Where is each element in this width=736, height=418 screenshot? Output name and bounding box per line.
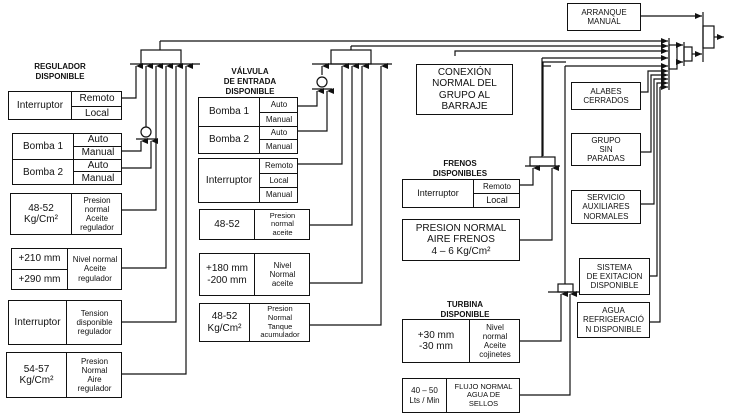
reg-presion-aceite-block: 48-52 Kg/Cm² Presion normal Aceite regul… xyxy=(10,193,122,235)
reg-tension-value: Interruptor xyxy=(14,316,61,328)
turbina-nivel-value: +30 mm -30 mm xyxy=(417,329,455,353)
wire-val-presion xyxy=(298,63,359,226)
grupo-sin-paradas-block: GRUPO SIN PARADAS xyxy=(571,133,641,166)
reg-interruptor-local: Local xyxy=(71,106,122,120)
val-presion-tanque-block: 48-52 Kg/Cm² Presion Normal Tanque acumu… xyxy=(199,303,310,342)
wire-reg-interruptor xyxy=(122,63,143,99)
wire-val-interruptor xyxy=(298,63,349,165)
reg-bombas-block: Bomba 1 Auto Manual Bomba 2 Auto Manual xyxy=(12,133,122,185)
servicio-auxiliares-block: SERVICIO AUXILIARES NORMALES xyxy=(571,190,641,224)
val-nivel-aceite-desc: Nivel Normal aceite xyxy=(254,254,310,295)
reg-bomba2-label: Bomba 2 xyxy=(13,159,73,185)
and-gate-valvula xyxy=(312,46,392,65)
wire-reg-tension xyxy=(122,63,183,323)
frenos-interruptor-local: Local xyxy=(473,193,520,207)
val-interruptor-remoto: Remoto xyxy=(259,159,298,173)
val-bomba1-auto: Auto xyxy=(259,98,298,112)
val-nivel-aceite-block: +180 mm -200 mm Nivel Normal aceite xyxy=(199,253,310,296)
alabes-block: ALABES CERRADOS xyxy=(571,82,641,110)
reg-bomba2-auto: Auto xyxy=(73,159,122,171)
reg-bomba1-label: Bomba 1 xyxy=(22,140,64,152)
val-presion-aceite-value: 48-52 xyxy=(214,218,240,230)
conexion-label: CONEXIÓN NORMAL DEL GRUPO AL BARRAJE xyxy=(432,66,497,113)
conexion-block: CONEXIÓN NORMAL DEL GRUPO AL BARRAJE xyxy=(416,64,513,115)
reg-nivel-aceite-value1: +210 mm xyxy=(18,253,61,265)
excitacion-label: SISTEMA DE EXITACION DISPONIBLE xyxy=(586,262,643,291)
servicio-auxiliares-label: SERVICIO AUXILIARES NORMALES xyxy=(582,193,630,221)
frenos-interruptor-block: Interruptor Remoto Local xyxy=(402,179,520,208)
agua-refrigeracion-block: AGUA REFRIGERACIÓ N DISPONIBLE xyxy=(577,302,650,338)
val-nivel-aceite-value: +180 mm -200 mm xyxy=(206,263,248,286)
val-bomba2-manual: Manual xyxy=(259,139,298,153)
agua-refrigeracion-label: AGUA REFRIGERACIÓ N DISPONIBLE xyxy=(583,306,644,334)
reg-nivel-aceite-value2: +290 mm xyxy=(12,269,67,289)
val-interruptor-label: Interruptor xyxy=(205,174,253,186)
val-bomba1-manual: Manual xyxy=(259,112,298,126)
frenos-interruptor-remoto: Remoto xyxy=(473,180,520,193)
regulador-title: REGULADOR DISPONIBLE xyxy=(34,62,86,81)
val-bomba1-label: Bomba 1 xyxy=(208,106,250,118)
grupo-sin-paradas-label: GRUPO SIN PARADAS xyxy=(587,135,625,164)
reg-bomba2-manual: Manual xyxy=(73,171,122,185)
or-gate-reg-bombas xyxy=(140,126,152,138)
frenos-presion-aire-block: PRESION NORMAL AIRE FRENOS 4 – 6 Kg/Cm² xyxy=(402,219,520,261)
reg-presion-aire-desc: Presion Normal Aire regulador xyxy=(66,353,122,397)
val-bomba2-label: Bomba 2 xyxy=(199,126,259,153)
turbina-nivel-block: +30 mm -30 mm Nivel normal Aceite cojine… xyxy=(402,319,520,363)
val-interruptor-local: Local xyxy=(259,173,298,187)
reg-bomba1-manual: Manual xyxy=(73,146,122,159)
reg-presion-aceite-value: 48-52 Kg/Cm² xyxy=(24,202,58,226)
valvula-title: VÁLVULA DE ENTRADA DISPONIBLE xyxy=(223,67,277,96)
wire-val-tanque xyxy=(298,63,388,326)
val-bombas-block: Bomba 1 Auto Manual Bomba 2 Auto Manual xyxy=(198,97,298,154)
and-gate-regulador xyxy=(130,41,200,65)
reg-interruptor-remoto: Remoto xyxy=(71,92,122,106)
val-interruptor-manual: Manual xyxy=(259,187,298,202)
reg-presion-aceite-desc: Presion normal Aceite regulador xyxy=(71,194,122,234)
turbina-nivel-desc: Nivel normal Aceite cojinetes xyxy=(469,320,520,362)
reg-tension-desc: Tension disponible regulador xyxy=(66,301,122,344)
alabes-label: ALABES CERRADOS xyxy=(583,86,629,105)
val-interruptor-block: Interruptor Remoto Local Manual xyxy=(198,158,298,203)
turbina-title: TURBINA DISPONIBLE xyxy=(440,300,490,319)
reg-interruptor-block: Interruptor Remoto Local xyxy=(8,91,122,120)
reg-bomba1-auto: Auto xyxy=(73,134,122,146)
wire-reg-aire xyxy=(122,63,193,375)
turbina-flujo-desc: FLUJO NORMAL AGUA DE SELLOS xyxy=(446,379,520,412)
turbina-flujo-value: 40 – 50 Lts / Min xyxy=(409,386,440,405)
reg-tension-block: Interruptor Tension disponible regulador xyxy=(8,300,122,345)
reg-interruptor-label: Interruptor xyxy=(16,99,64,111)
arranque-manual-block: ARRANQUE MANUAL xyxy=(567,3,641,31)
excitacion-block: SISTEMA DE EXITACION DISPONIBLE xyxy=(579,258,650,295)
reg-presion-aire-block: 54-57 Kg/Cm² Presion Normal Aire regulad… xyxy=(6,352,122,398)
reg-presion-aire-value: 54-57 Kg/Cm² xyxy=(19,363,54,387)
frenos-title: FRENOS DISPONIBLES xyxy=(432,159,488,178)
reg-nivel-aceite-desc: Nivel normal Aceite regulador xyxy=(67,249,122,289)
wire-val-nivel xyxy=(298,63,369,284)
wire-reg-presion xyxy=(122,63,163,211)
val-presion-tanque-desc: Presion Normal Tanque acumulador xyxy=(249,304,310,341)
val-presion-aceite-desc: Presion normal aceite xyxy=(254,210,310,239)
arranque-manual-label: ARRANQUE MANUAL xyxy=(581,7,627,26)
val-bomba2-auto: Auto xyxy=(259,126,298,139)
reg-nivel-aceite-block: +210 mm +290 mm Nivel normal Aceite regu… xyxy=(11,248,122,290)
val-presion-aceite-block: 48-52 Presion normal aceite xyxy=(199,209,310,240)
or-gate-val-bombas xyxy=(316,76,328,88)
frenos-presion-aire-label: PRESION NORMAL AIRE FRENOS 4 – 6 Kg/Cm² xyxy=(415,222,507,257)
frenos-interruptor-label: Interruptor xyxy=(417,188,459,199)
wire-reg-nivel xyxy=(122,63,173,269)
val-presion-tanque-value: 48-52 Kg/Cm² xyxy=(207,311,242,334)
turbina-flujo-block: 40 – 50 Lts / Min FLUJO NORMAL AGUA DE S… xyxy=(402,378,520,413)
